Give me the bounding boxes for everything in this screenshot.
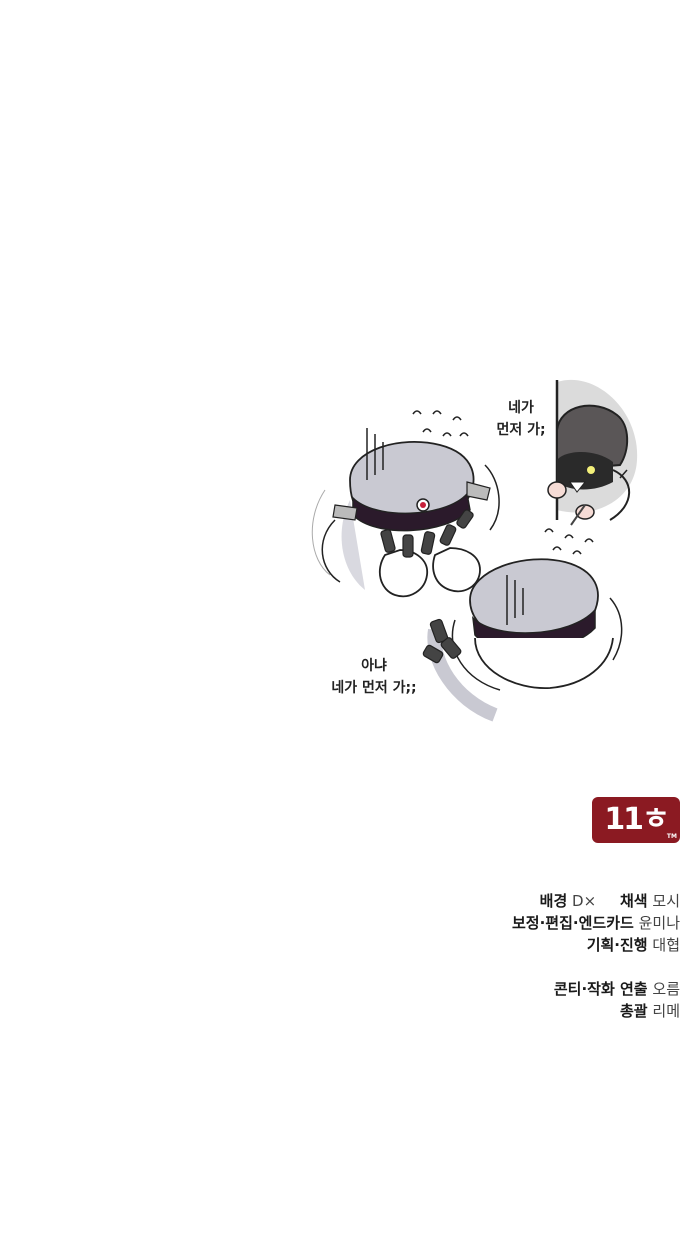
credit-name: 대협 bbox=[652, 936, 680, 954]
credit-role: 채색 bbox=[620, 892, 648, 910]
logo-glyph: ㅎ bbox=[642, 802, 670, 837]
speech-line: 먼저 가; bbox=[496, 422, 546, 438]
credit-name: D× bbox=[572, 892, 597, 910]
motion-lines-robot-right bbox=[506, 575, 524, 625]
credit-name: 오름 bbox=[652, 980, 680, 998]
robot-left bbox=[311, 428, 500, 598]
robot-right bbox=[422, 558, 623, 722]
speech-line: 네가 bbox=[508, 400, 534, 416]
credit-role: 보정·편집·엔드카드 bbox=[512, 914, 634, 932]
credit-role: 콘티·작화 연출 bbox=[553, 980, 648, 998]
credits-block: 배경 D× 채색 모시 보정·편집·엔드카드 윤미나 기획·진행 대협 콘티·작… bbox=[280, 890, 680, 1022]
credit-line: 콘티·작화 연출 오름 bbox=[280, 978, 680, 1000]
credit-name: 모시 bbox=[652, 892, 680, 910]
speech-line: 아냐 bbox=[361, 658, 387, 674]
credit-line: 총괄 리메 bbox=[280, 1000, 680, 1022]
sweat-marks bbox=[412, 410, 594, 555]
credit-line: 배경 D× 채색 모시 bbox=[280, 890, 680, 912]
comic-illustration bbox=[295, 370, 650, 730]
studio-logo: 11ㅎ TM bbox=[592, 797, 680, 843]
credit-role: 총괄 bbox=[620, 1002, 648, 1020]
credit-line: 보정·편집·엔드카드 윤미나 bbox=[280, 912, 680, 934]
credit-role: 기획·진행 bbox=[586, 936, 648, 954]
credit-role: 배경 bbox=[539, 892, 568, 910]
credit-line: 기획·진행 대협 bbox=[280, 934, 680, 956]
logo-trademark: TM bbox=[666, 833, 677, 840]
credit-spacer bbox=[280, 956, 680, 978]
peeking-character bbox=[547, 404, 631, 526]
speech-bubble-bottom: 아냐 네가 먼저 가;; bbox=[314, 655, 434, 699]
speech-line: 네가 먼저 가;; bbox=[331, 680, 417, 696]
credit-name: 리메 bbox=[652, 1002, 680, 1020]
logo-number: 11 bbox=[604, 802, 644, 837]
credit-name: 윤미나 bbox=[638, 914, 680, 932]
speech-bubble-top: 네가 먼저 가; bbox=[484, 397, 558, 441]
motion-lines-robot-left bbox=[366, 428, 384, 480]
top-edge-artifact bbox=[240, 0, 320, 6]
